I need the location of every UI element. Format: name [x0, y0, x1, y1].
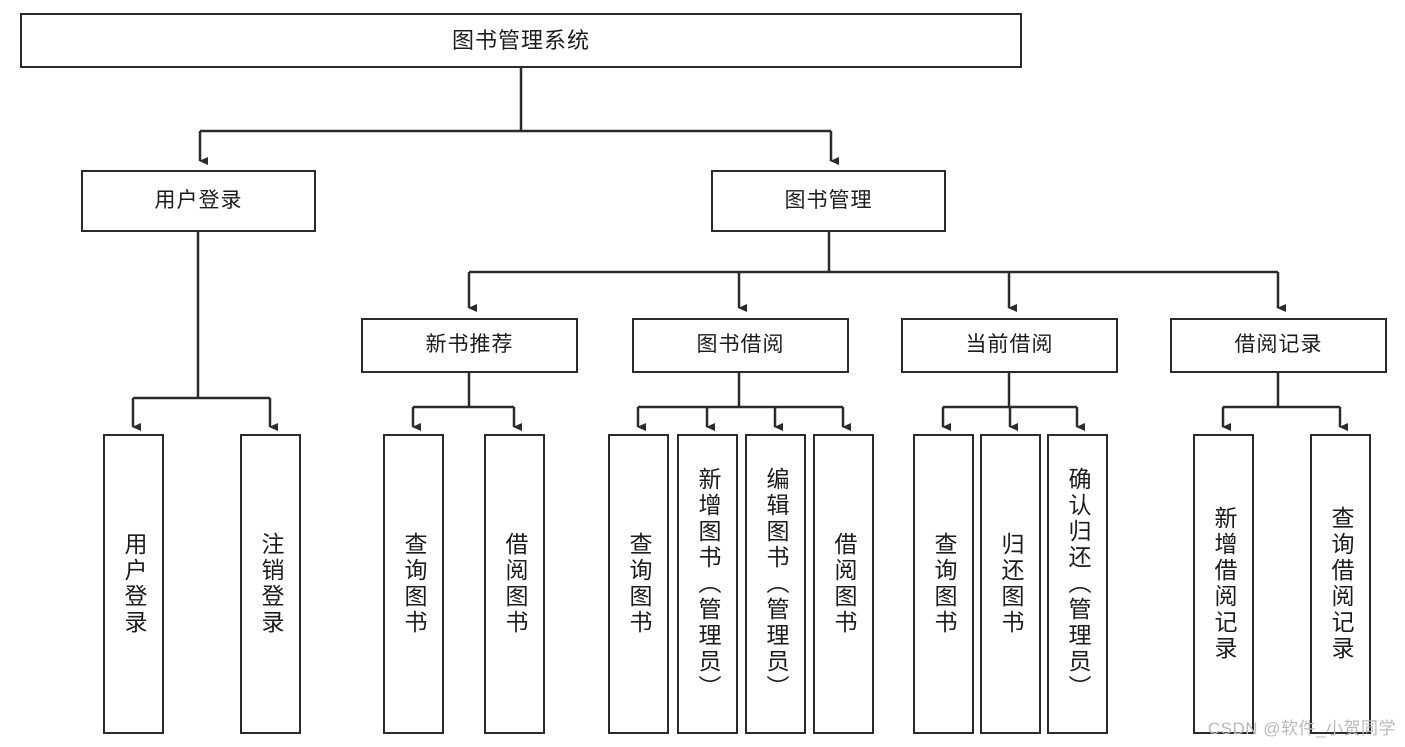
node-leaf-borrow-book[interactable]: 借阅图书 — [813, 434, 874, 734]
node-leaf-query-book-new-label: 查询图书 — [401, 532, 427, 636]
node-leaf-query-book-borrow-label: 查询图书 — [626, 532, 652, 636]
node-leaf-edit-book-admin-label: 编辑图书（管理员） — [763, 467, 789, 701]
node-leaf-add-borrow-record[interactable]: 新增借阅记录 — [1193, 434, 1254, 734]
node-book-management-label: 图书管理 — [784, 188, 873, 212]
node-root-system-label: 图书管理系统 — [451, 27, 590, 53]
node-leaf-confirm-return-admin-label: 确认归还（管理员） — [1065, 467, 1091, 701]
node-leaf-logout[interactable]: 注销登录 — [240, 434, 301, 734]
node-new-book-recommend-label: 新书推荐 — [425, 333, 514, 357]
node-leaf-return-book[interactable]: 归还图书 — [980, 434, 1041, 734]
node-leaf-borrow-book-new-label: 借阅图书 — [502, 532, 528, 636]
node-leaf-query-borrow-record-label: 查询借阅记录 — [1328, 506, 1354, 662]
node-leaf-borrow-book-new[interactable]: 借阅图书 — [484, 434, 545, 734]
node-leaf-edit-book-admin[interactable]: 编辑图书（管理员） — [745, 434, 806, 734]
node-borrow-record-label: 借阅记录 — [1234, 333, 1323, 357]
node-current-borrow[interactable]: 当前借阅 — [901, 318, 1118, 373]
node-user-login[interactable]: 用户登录 — [81, 170, 316, 232]
node-leaf-add-book-admin-label: 新增图书（管理员） — [695, 467, 721, 701]
node-leaf-return-book-label: 归还图书 — [998, 532, 1024, 636]
node-leaf-query-book-new[interactable]: 查询图书 — [383, 434, 444, 734]
node-borrow-record[interactable]: 借阅记录 — [1170, 318, 1387, 373]
node-user-login-label: 用户登录 — [154, 188, 243, 212]
node-new-book-recommend[interactable]: 新书推荐 — [361, 318, 578, 373]
node-book-borrow-label: 图书借阅 — [696, 333, 785, 357]
node-leaf-query-borrow-record[interactable]: 查询借阅记录 — [1310, 434, 1371, 734]
node-leaf-confirm-return-admin[interactable]: 确认归还（管理员） — [1047, 434, 1108, 734]
node-leaf-user-login-label: 用户登录 — [121, 532, 147, 636]
node-leaf-query-book-current-label: 查询图书 — [931, 532, 957, 636]
node-leaf-add-book-admin[interactable]: 新增图书（管理员） — [677, 434, 738, 734]
node-book-borrow[interactable]: 图书借阅 — [632, 318, 849, 373]
node-current-borrow-label: 当前借阅 — [965, 333, 1054, 357]
node-leaf-add-borrow-record-label: 新增借阅记录 — [1211, 506, 1237, 662]
node-leaf-borrow-book-label: 借阅图书 — [831, 532, 857, 636]
node-leaf-query-book-borrow[interactable]: 查询图书 — [608, 434, 669, 734]
node-leaf-query-book-current[interactable]: 查询图书 — [913, 434, 974, 734]
node-book-management[interactable]: 图书管理 — [711, 170, 946, 232]
node-root-system[interactable]: 图书管理系统 — [20, 13, 1022, 68]
node-leaf-logout-label: 注销登录 — [258, 532, 284, 636]
node-leaf-user-login[interactable]: 用户登录 — [103, 434, 164, 734]
